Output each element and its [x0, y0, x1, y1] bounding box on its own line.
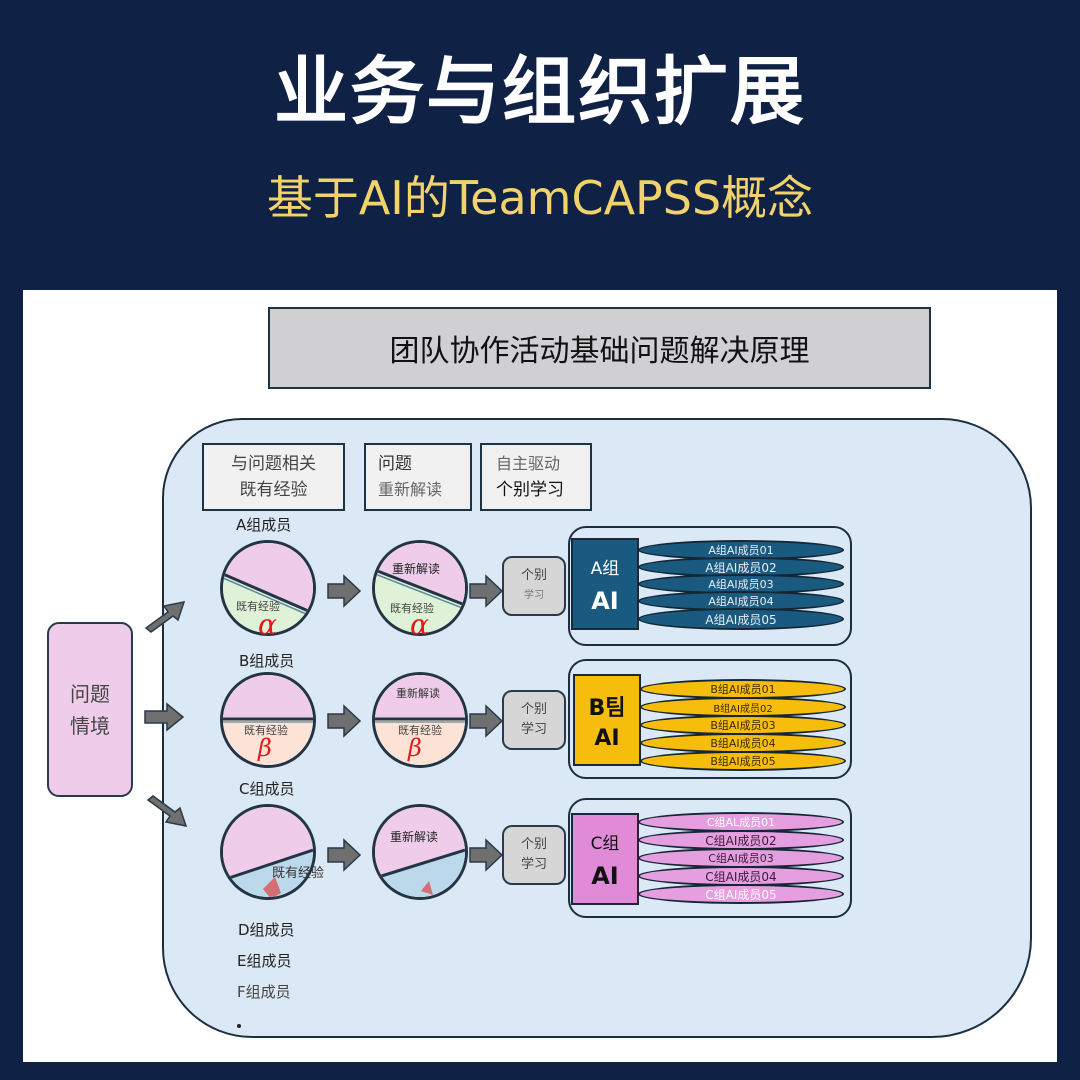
indiv-line: 个别 — [520, 568, 547, 583]
label-line: 个别学习 — [496, 480, 564, 500]
ai-team-box-c: C组 AI — [571, 813, 639, 905]
arrow-right-icon — [468, 704, 504, 738]
arrow-up-right-icon — [142, 598, 188, 634]
ai-member: B组AI成员03 — [640, 715, 846, 735]
circle-text: 既有经验 — [244, 724, 288, 737]
symbol-beta: β — [258, 734, 272, 762]
indiv-line: 学习 — [524, 590, 544, 601]
arrow-right-icon — [326, 574, 362, 608]
problem-line: 问题 — [70, 681, 110, 706]
arrow-down-right-icon — [144, 794, 190, 830]
label-line: 既有经验 — [239, 480, 308, 500]
symbol-alpha: α — [410, 608, 429, 641]
arrow-right-icon — [468, 574, 504, 608]
circle-text: 既有经验 — [272, 866, 325, 881]
arrow-right-icon — [143, 702, 185, 732]
arrow-right-icon — [326, 838, 362, 872]
experience-circle-c — [220, 804, 316, 900]
label-line: 与问题相关 — [231, 454, 316, 474]
ai-member: A组AI成员01 — [638, 540, 844, 560]
individual-learning-a: 个别 学习 — [502, 556, 566, 616]
ai-member: A组AI成员05 — [638, 608, 844, 630]
member-label-e: E组成员 — [237, 952, 292, 970]
circle-text: 重新解读 — [392, 562, 441, 576]
reinterpret-circle-c — [372, 804, 468, 900]
indiv-line: 个别 — [520, 702, 547, 717]
indiv-line: 学习 — [520, 722, 547, 737]
experience-circle-b — [220, 672, 316, 768]
ai-team-box-b: B팀 AI — [573, 674, 641, 766]
ai-member: A组AI成员02 — [638, 557, 844, 577]
symbol-beta: β — [408, 734, 422, 762]
indiv-line: 学习 — [520, 857, 547, 872]
label-existing-experience: 与问题相关 既有经验 — [202, 443, 345, 511]
circle-text: 既有经验 — [390, 602, 434, 615]
ai-team-box-a: A组 AI — [571, 538, 639, 630]
ai-member: C组AL成员01 — [638, 812, 844, 832]
ai-box-line: AI — [591, 861, 619, 890]
circle-text: 既有经验 — [398, 724, 442, 737]
reinterpret-circle-b — [372, 672, 468, 768]
member-label-c: C组成员 — [239, 780, 295, 798]
member-label-f: F组成员 — [237, 983, 291, 1001]
ai-member-list-b: B组AI成员01 B组AI成员02 B组AI成员03 B组AI成员04 B组AI… — [640, 679, 846, 771]
ai-member: C组AI成员02 — [638, 830, 844, 850]
ai-box-line: C组 — [590, 833, 620, 854]
problem-situation-box: 问题 情境 — [47, 622, 133, 797]
ai-box-line: B팀 — [588, 695, 626, 721]
ai-member: C组AI成员05 — [638, 884, 844, 904]
circle-text: 重新解读 — [390, 830, 439, 844]
circle-text: 重新解读 — [396, 687, 440, 700]
ai-member: C组AI成员03 — [638, 848, 844, 868]
ai-box-line: AI — [594, 725, 620, 751]
individual-learning-c: 个别 学习 — [502, 825, 566, 885]
individual-learning-b: 个别 学习 — [502, 690, 566, 750]
label-line: 重新解读 — [378, 480, 443, 499]
bullet-dot — [237, 1024, 241, 1028]
ai-member: B组AI成员05 — [640, 751, 846, 771]
ai-member: B组AI成员01 — [640, 679, 846, 699]
label-line: 自主驱动 — [496, 454, 561, 473]
member-label-d: D组成员 — [238, 921, 295, 939]
ai-member: B组AI成员02 — [640, 697, 846, 717]
ai-member: A组AI成员03 — [638, 574, 844, 594]
arrow-right-icon — [468, 838, 504, 872]
ai-group-b — [568, 659, 852, 779]
indiv-line: 个别 — [520, 837, 547, 852]
ai-group-a — [568, 526, 852, 646]
symbol-alpha: α — [258, 608, 277, 641]
diagram-title-text: 团队协作活动基础问题解决原理 — [389, 334, 810, 369]
label-reinterpret: 问题 重新解读 — [364, 443, 472, 511]
member-label-b: B组成员 — [239, 652, 295, 670]
page-subtitle: 基于AI的TeamCAPSS概念 — [266, 171, 814, 225]
ai-member: B组AI成员04 — [640, 733, 846, 753]
ai-group-c — [568, 798, 852, 918]
problem-line: 情境 — [70, 713, 110, 738]
diagram-title: 团队协作活动基础问题解决原理 — [268, 307, 931, 389]
ai-member-list-a: A组AI成员01 A组AI成员02 A组AI成员03 A组AI成员04 A组AI… — [638, 540, 844, 630]
circle-text: 既有经验 — [236, 600, 280, 613]
label-line: 问题 — [378, 454, 412, 474]
label-self-learning: 自主驱动 个别学习 — [480, 443, 592, 511]
page-title: 业务与组织扩展 — [274, 49, 806, 135]
reinterpret-circle-a — [372, 540, 468, 636]
ai-member: C组AI成员04 — [638, 866, 844, 886]
ai-box-line: A组 — [590, 558, 620, 579]
member-label-a: A组成员 — [236, 516, 292, 534]
ai-box-line: AI — [591, 586, 619, 615]
experience-circle-a — [220, 540, 316, 636]
ai-member-list-c: C组AL成员01 C组AI成员02 C组AI成员03 C组AI成员04 C组AI… — [638, 812, 844, 904]
arrow-right-icon — [326, 704, 362, 738]
ai-member: A组AI成员04 — [638, 591, 844, 611]
